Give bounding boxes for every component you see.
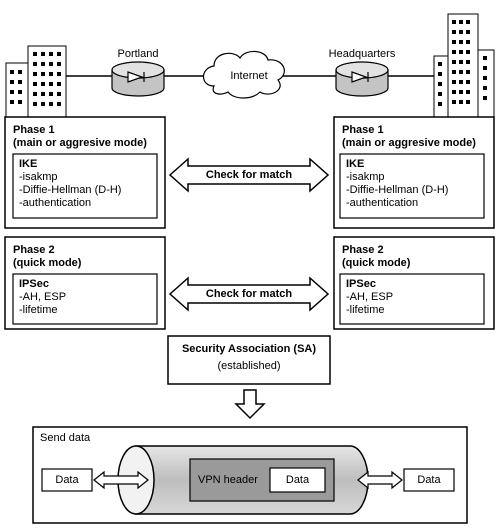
inner-data-label: Data [285, 474, 310, 486]
phase1-right-item: -isakmp [346, 171, 385, 183]
phase2-left-inner-title: IPSec [19, 278, 49, 290]
phase2-right-subtitle: (quick mode) [342, 257, 411, 269]
phase2-left-item: -AH, ESP [19, 291, 67, 303]
portland-router-icon [111, 61, 165, 97]
phase2-left-item: -lifetime [19, 304, 58, 316]
down-arrow-icon [234, 389, 266, 420]
right-data-arrow [357, 470, 403, 490]
left-building-icon [5, 45, 67, 119]
left-data-arrow [93, 470, 149, 490]
send-data-title: Send data [40, 432, 91, 444]
phase1-left-item: -Diffie-Hellman (D-H) [19, 184, 122, 196]
phase1-left-title: Phase 1 [13, 124, 55, 136]
data-right-label: Data [417, 474, 441, 486]
phase2-check-label: Check for match [205, 288, 293, 300]
right-building-icon [433, 13, 495, 119]
data-left-label: Data [55, 474, 79, 486]
portland-label: Portland [117, 48, 159, 60]
phase1-right-title: Phase 1 [342, 124, 384, 136]
phase2-right-inner-title: IPSec [346, 278, 376, 290]
phase2-right-item: -AH, ESP [346, 291, 394, 303]
sa-title: Security Association (SA) [181, 343, 317, 355]
sa-subtitle: (established) [217, 360, 281, 372]
phase2-right-item: -lifetime [346, 304, 385, 316]
phase1-left-subtitle: (main or aggresive mode) [13, 137, 147, 149]
headquarters-router-icon [335, 61, 389, 97]
phase1-right-inner-title: IKE [346, 158, 365, 170]
phase1-right-inner-box [339, 153, 485, 219]
phase1-left-inner-box [12, 153, 158, 219]
phase2-check-arrow [168, 276, 330, 312]
vpn-header-label: VPN header [198, 474, 258, 486]
data-left-box [41, 468, 93, 492]
phase2-left-inner-box [12, 273, 158, 325]
sa-box [167, 335, 331, 385]
phase1-left-item: -authentication [19, 197, 92, 209]
phase1-right-item: -authentication [346, 197, 419, 209]
phase1-right-subtitle: (main or aggresive mode) [342, 137, 476, 149]
data-right-box [403, 468, 455, 492]
phase1-left-item: -isakmp [19, 171, 58, 183]
phase2-left-subtitle: (quick mode) [13, 257, 82, 269]
phase1-right-item: -Diffie-Hellman (D-H) [346, 184, 449, 196]
phase1-check-arrow [168, 157, 330, 193]
phase2-right-title: Phase 2 [342, 244, 384, 256]
internet-cloud-icon [202, 50, 285, 99]
inner-data-box [269, 467, 326, 493]
phase2-left-title: Phase 2 [13, 244, 55, 256]
phase1-left-inner-title: IKE [19, 158, 38, 170]
phase1-check-label: Check for match [205, 169, 293, 181]
internet-label: Internet [230, 70, 268, 82]
headquarters-label: Headquarters [328, 48, 396, 60]
phase2-right-inner-box [339, 273, 485, 325]
